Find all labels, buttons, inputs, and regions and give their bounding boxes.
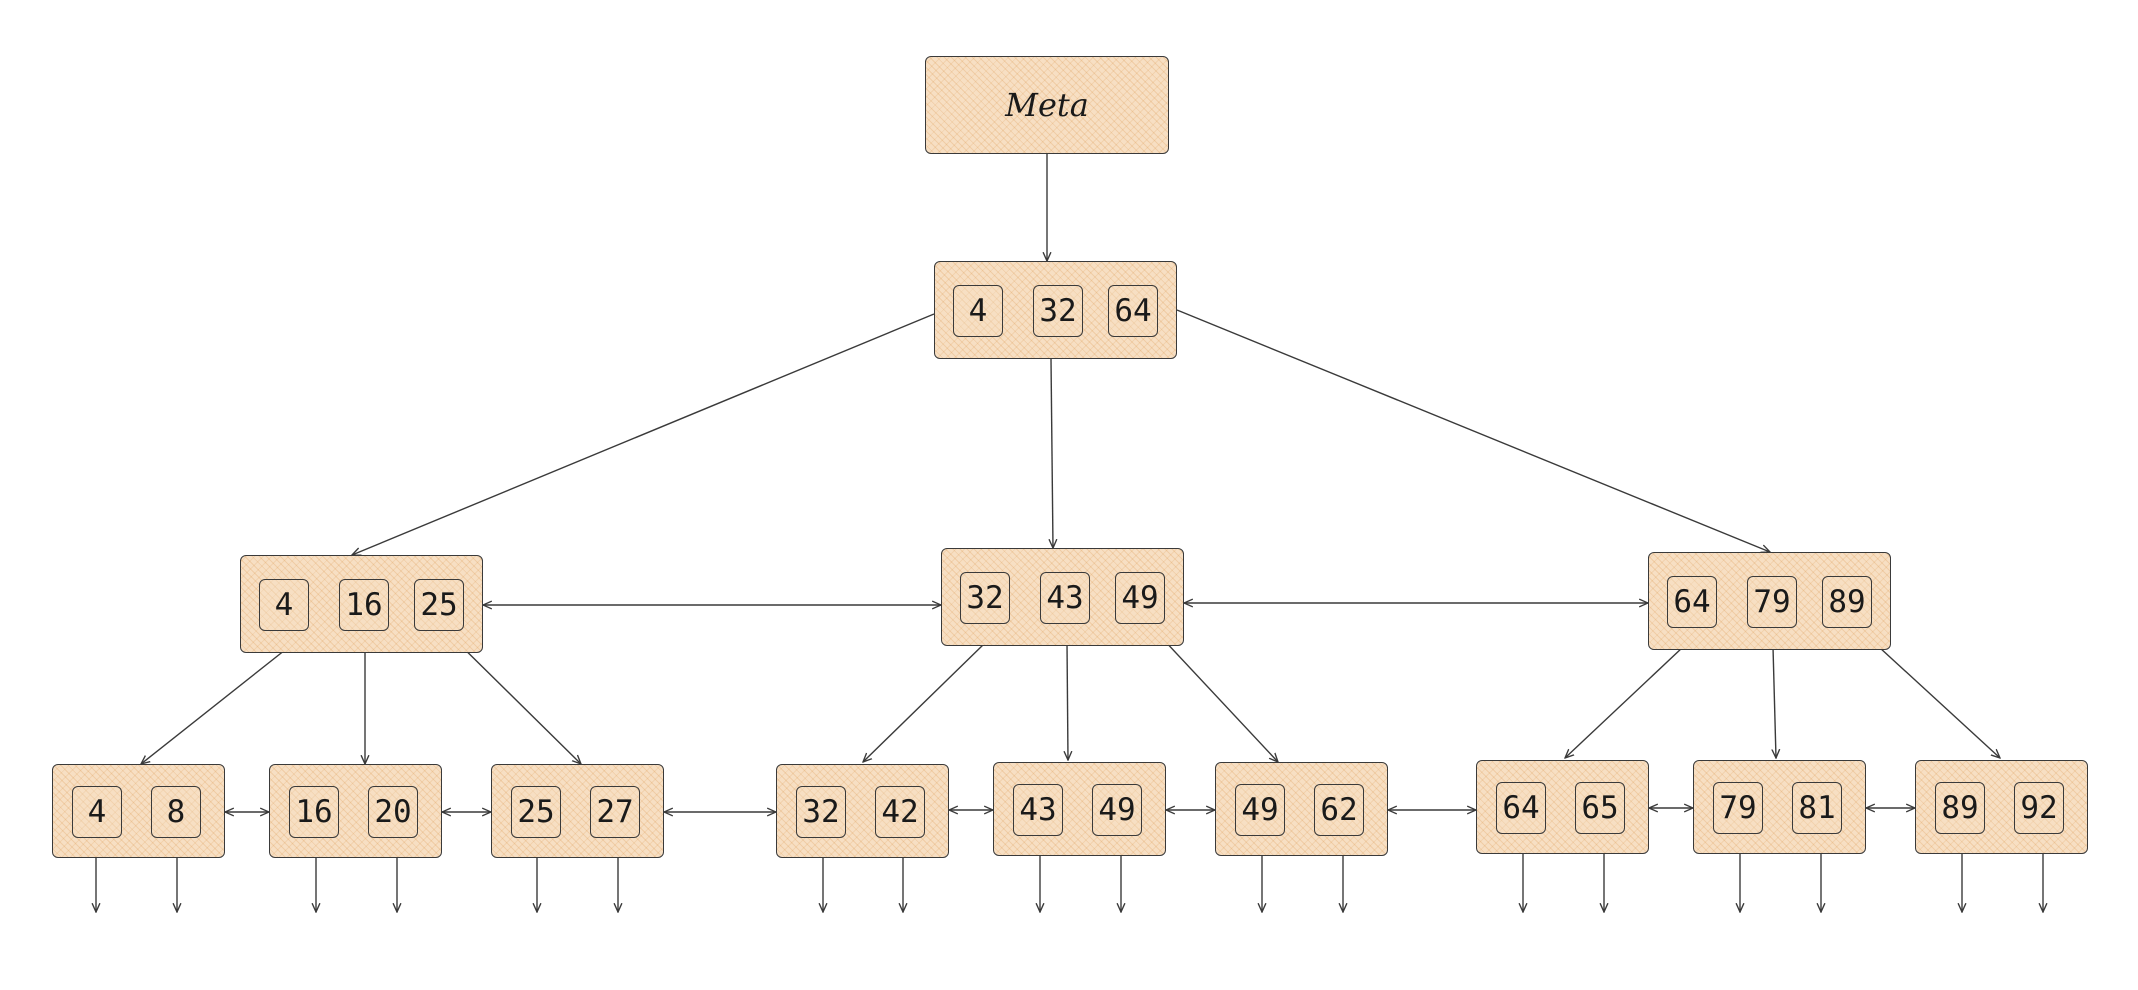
leaf-node: 79 81 [1693,760,1866,854]
leaf-node: 25 27 [491,764,664,858]
root-node: 4 32 64 [934,261,1177,359]
child-pointer-arrow [1051,358,1053,548]
child-pointer-arrow [1067,642,1068,760]
leaf-node: 16 20 [269,764,442,858]
leaf-key: 43 [1013,784,1063,836]
leaf-key: 42 [875,786,925,838]
internal-key: 89 [1822,576,1872,628]
internal-key: 79 [1747,576,1797,628]
internal-node: 4 16 25 [240,555,483,653]
root-key: 32 [1033,285,1083,337]
leaf-key: 65 [1575,782,1625,834]
leaf-key: 49 [1235,784,1285,836]
leaf-key: 79 [1713,782,1763,834]
internal-key: 16 [339,579,389,631]
child-pointer-arrow [352,313,935,555]
leaf-key: 32 [796,786,846,838]
leaf-key: 81 [1792,782,1842,834]
leaf-key: 20 [368,786,418,838]
leaf-key: 25 [511,786,561,838]
root-key: 4 [953,285,1003,337]
child-pointer-arrow [1176,309,1770,552]
leaf-key: 4 [72,786,122,838]
child-pointer-arrow [141,649,286,764]
child-pointer-arrow [1147,622,1278,762]
leaf-node: 32 42 [776,764,949,858]
internal-key: 49 [1115,572,1165,624]
leaf-node: 4 8 [52,764,225,858]
internal-key: 32 [960,572,1010,624]
leaf-key: 64 [1496,782,1546,834]
internal-node: 64 79 89 [1648,552,1891,650]
leaf-key: 16 [289,786,339,838]
meta-label: Meta [1005,86,1089,124]
internal-key: 64 [1667,576,1717,628]
leaf-key: 92 [2014,782,2064,834]
meta-node: Meta [925,56,1169,154]
leaf-node: 64 65 [1476,760,1649,854]
leaf-key: 27 [590,786,640,838]
leaf-key: 62 [1314,784,1364,836]
internal-key: 25 [414,579,464,631]
leaf-key: 8 [151,786,201,838]
internal-node: 32 43 49 [941,548,1184,646]
internal-key: 4 [259,579,309,631]
leaf-node: 89 92 [1915,760,2088,854]
child-pointer-arrow [1565,646,1684,758]
child-pointer-arrow [1773,646,1776,758]
leaf-key: 89 [1935,782,1985,834]
root-key: 64 [1108,285,1158,337]
leaf-node: 43 49 [993,762,1166,856]
child-pointer-arrow [863,642,986,762]
internal-key: 43 [1040,572,1090,624]
leaf-node: 49 62 [1215,762,1388,856]
leaf-key: 49 [1092,784,1142,836]
